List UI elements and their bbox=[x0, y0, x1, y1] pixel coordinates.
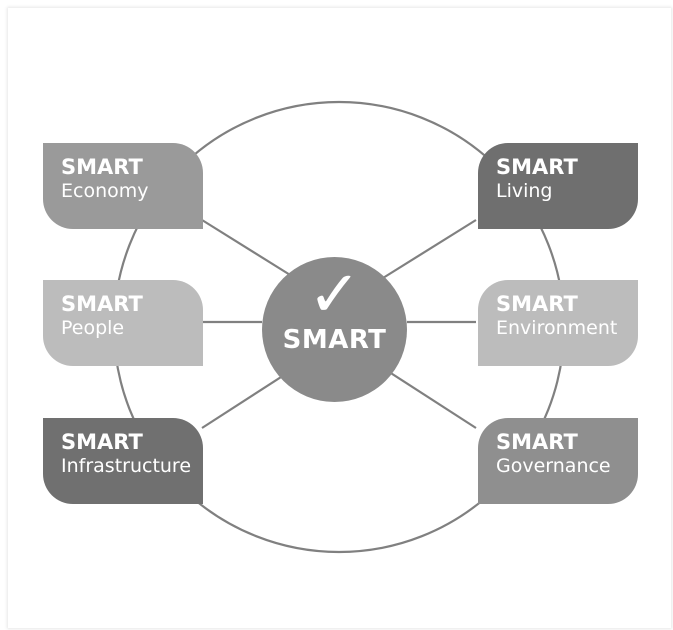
card-subtitle: People bbox=[61, 317, 125, 339]
card-smart-people: SMART People bbox=[43, 280, 203, 366]
card-title: SMART bbox=[61, 430, 143, 454]
card-subtitle: Economy bbox=[61, 180, 149, 202]
card-smart-environment: SMART Environment bbox=[478, 280, 638, 366]
center-node: ✓ SMART bbox=[262, 257, 407, 402]
connector-living bbox=[382, 219, 477, 279]
card-subtitle: Living bbox=[496, 180, 553, 202]
card-smart-living: SMART Living bbox=[478, 143, 638, 229]
connector-governance bbox=[382, 367, 477, 429]
card-smart-governance: SMART Governance bbox=[478, 418, 638, 504]
card-title: SMART bbox=[496, 155, 578, 179]
card-subtitle: Infrastructure bbox=[61, 455, 192, 477]
card-title: SMART bbox=[61, 292, 143, 316]
connector-infrastructure bbox=[201, 367, 296, 429]
checkmark-icon: ✓ bbox=[307, 258, 362, 332]
card-subtitle: Environment bbox=[496, 317, 618, 339]
card-subtitle: Governance bbox=[496, 455, 611, 477]
center-label: SMART bbox=[282, 325, 387, 355]
card-smart-infrastructure: SMART Infrastructure bbox=[43, 418, 203, 504]
card-title: SMART bbox=[61, 155, 143, 179]
card-title: SMART bbox=[496, 430, 578, 454]
connector-economy bbox=[201, 219, 296, 279]
card-smart-economy: SMART Economy bbox=[43, 143, 203, 229]
card-title: SMART bbox=[496, 292, 578, 316]
